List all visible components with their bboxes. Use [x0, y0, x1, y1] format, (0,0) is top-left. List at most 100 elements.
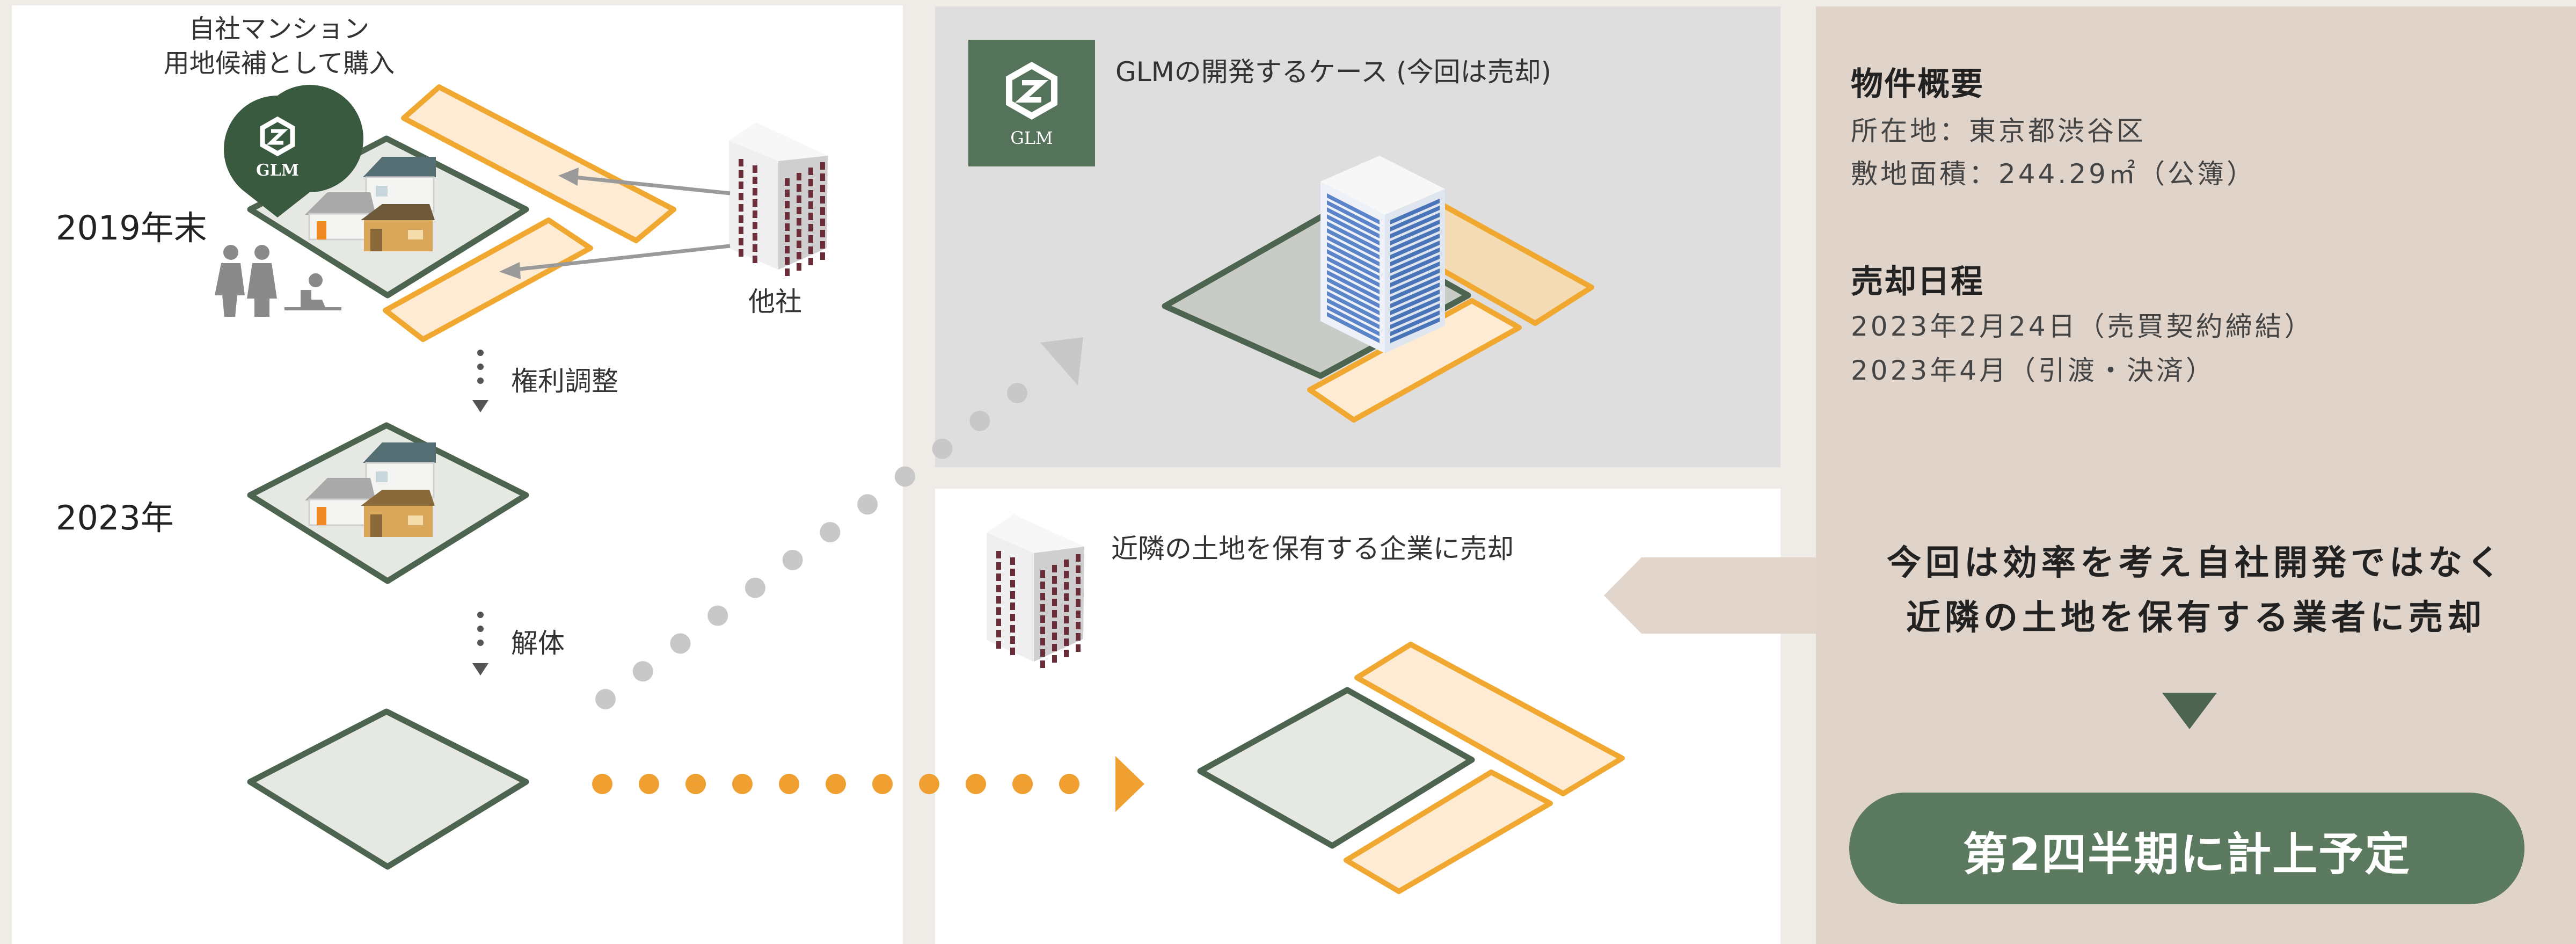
people-icon — [215, 245, 341, 317]
glm-tower-windows — [1327, 193, 1440, 343]
window — [1040, 582, 1045, 589]
window — [1076, 622, 1081, 629]
window — [808, 179, 813, 186]
glm-logo-badge-text: GLM — [1010, 128, 1053, 148]
window — [1052, 610, 1057, 618]
tower-window-band — [1390, 296, 1440, 322]
development-path-dot — [745, 577, 765, 598]
glm-logo-badge: GLM — [968, 40, 1095, 166]
development-path-dot — [894, 466, 915, 487]
window — [1010, 569, 1015, 576]
summary-line-2: 近隣の土地を保有する業者に売却 — [1906, 598, 2486, 638]
sale-path-arrowhead — [1115, 756, 1144, 812]
window — [1052, 565, 1057, 572]
window — [753, 233, 757, 241]
window — [739, 193, 743, 200]
window — [1064, 650, 1069, 657]
window — [753, 199, 757, 207]
window — [996, 596, 1001, 604]
window — [1010, 614, 1015, 621]
sale-path-dot — [966, 774, 986, 794]
window — [753, 244, 757, 252]
window — [1064, 605, 1069, 612]
window — [808, 246, 813, 254]
tower-window-band — [1327, 214, 1380, 245]
window — [1010, 602, 1015, 610]
window — [753, 210, 757, 218]
sale-path-dot — [732, 774, 753, 794]
sale-path-dot — [1059, 774, 1079, 794]
tower-window-band — [1390, 310, 1440, 336]
tower-window-band — [1390, 234, 1440, 259]
tower-window-band — [1327, 242, 1380, 273]
window — [1064, 593, 1069, 601]
development-path-arrow — [595, 383, 1027, 709]
window — [1040, 638, 1045, 645]
tower-window-band — [1327, 193, 1380, 224]
window — [1052, 633, 1057, 640]
window — [785, 190, 790, 197]
year-2019-label: 2019年末 — [56, 208, 207, 248]
tower-window-band — [1390, 289, 1440, 315]
step-arrow-demolition-icon — [472, 612, 488, 676]
tower-window-band — [1327, 200, 1380, 231]
sale-path-dot — [826, 774, 846, 794]
window — [1040, 615, 1045, 623]
window — [1010, 591, 1015, 599]
window — [808, 224, 813, 231]
window — [1076, 633, 1081, 641]
tower-window-band — [1390, 248, 1440, 273]
development-path-dot — [595, 689, 616, 709]
window — [1064, 571, 1069, 578]
window — [739, 227, 743, 234]
window — [797, 184, 801, 192]
tower-window-band — [1327, 256, 1380, 287]
window — [996, 607, 1001, 615]
tower-window-band — [1327, 207, 1380, 238]
development-path-dot — [670, 633, 691, 654]
window — [1040, 649, 1045, 657]
window — [1076, 577, 1081, 584]
window — [1076, 611, 1081, 618]
window — [820, 185, 825, 192]
tower-window-band — [1327, 277, 1380, 308]
result-pill-background — [1849, 793, 2524, 904]
sale-path-dot — [639, 774, 659, 794]
development-path-dot — [707, 605, 728, 626]
window — [1052, 644, 1057, 651]
window — [753, 222, 757, 229]
window — [1064, 616, 1069, 623]
window — [797, 173, 801, 180]
tower-window-band — [1390, 213, 1440, 238]
dev-orange-parcel-lower — [1307, 298, 1522, 423]
window — [1010, 648, 1015, 655]
window — [808, 190, 813, 198]
window — [996, 630, 1001, 637]
window — [808, 258, 813, 265]
tower-window-band — [1327, 221, 1380, 252]
window — [785, 246, 790, 253]
summary-text: 今回は効率を考え自社開発ではなく 近隣の土地を保有する業者に売却 — [1816, 536, 2576, 645]
sale-path-dot — [685, 774, 706, 794]
window — [753, 188, 757, 195]
window — [797, 195, 801, 203]
window — [820, 196, 825, 204]
tower-window-band — [1327, 291, 1380, 322]
window — [753, 165, 757, 173]
window — [1010, 580, 1015, 587]
property-location: 所在地：東京都渋谷区 — [1851, 115, 2146, 147]
tower-window-band — [1390, 241, 1440, 266]
window — [1052, 655, 1057, 663]
window — [808, 201, 813, 209]
window — [820, 162, 825, 170]
window — [785, 212, 790, 220]
window — [996, 619, 1001, 626]
year-2023-label: 2023年 — [56, 498, 174, 538]
houses-2019-icon — [305, 157, 436, 251]
tower-window-band — [1390, 268, 1440, 294]
sale-orange-parcel-lower — [1344, 769, 1553, 894]
tower-window-band — [1390, 262, 1440, 287]
window — [753, 177, 757, 184]
tower-window-band — [1327, 235, 1380, 266]
window — [739, 238, 743, 245]
